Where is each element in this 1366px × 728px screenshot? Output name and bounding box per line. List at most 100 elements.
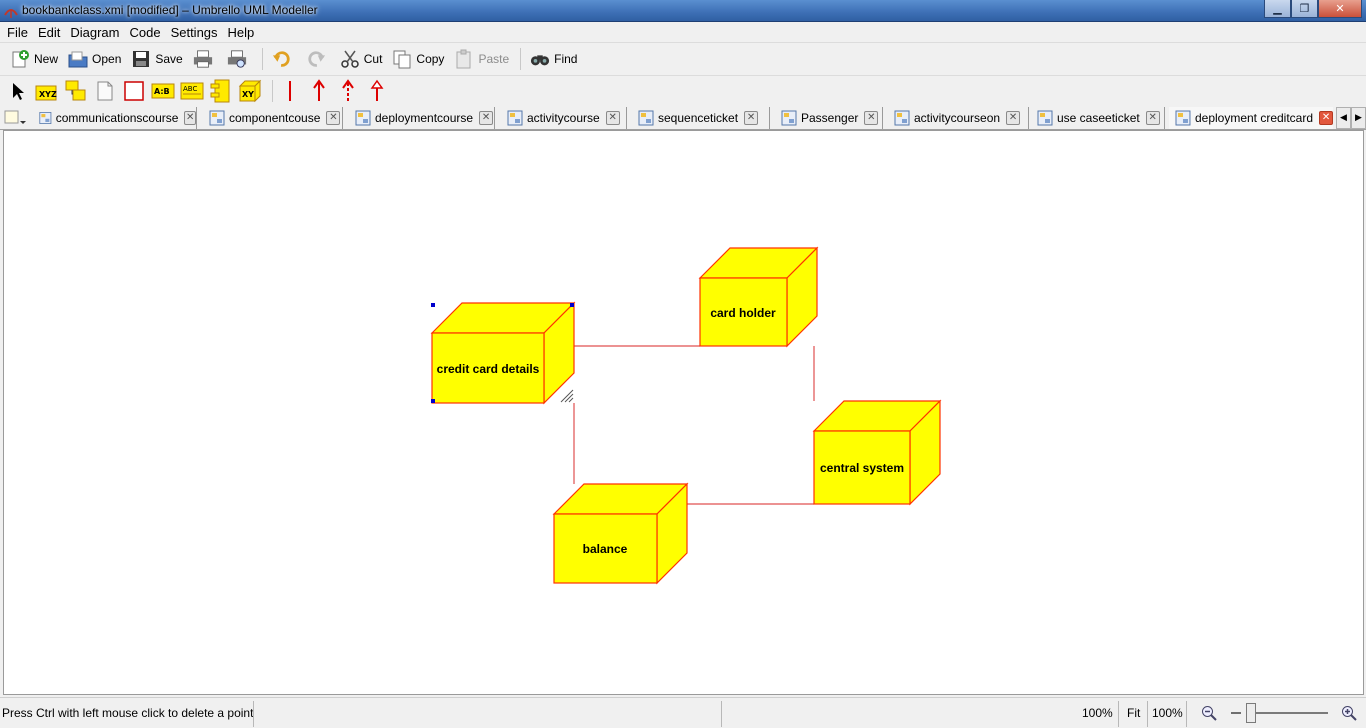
paste-button[interactable]: Paste [450,46,513,72]
svg-text:A:B: A:B [154,87,170,96]
tab-close-icon[interactable]: ✕ [1006,111,1021,125]
tab-close-icon[interactable]: ✕ [605,111,620,125]
menu-file[interactable]: File [7,24,28,40]
status-message: Press Ctrl with left mouse click to dele… [2,706,254,720]
generalization-arrow-icon[interactable] [365,79,389,103]
open-button[interactable]: Open [64,46,125,72]
tab-scroll-right-icon[interactable]: ▶ [1351,107,1366,129]
tab-passenger[interactable]: Passenger ✕ [775,107,883,129]
zoom-slider-thumb[interactable] [1246,703,1256,723]
diagram-tab-icon [781,110,797,126]
new-diagram-dropdown[interactable] [0,107,30,129]
close-button[interactable]: ✕ [1318,0,1362,18]
node-card-holder[interactable]: card holder [698,246,819,348]
node-label: credit card details [437,362,540,376]
tab-componentcouse[interactable]: componentcouse ✕ [203,107,343,129]
selection-handle[interactable] [431,303,435,307]
redo-icon [306,49,326,69]
zoom-out-icon[interactable] [1199,703,1219,723]
resize-grip-icon[interactable] [560,389,574,403]
zoom-level: 100% [1082,706,1113,720]
zoom-fit-button[interactable]: Fit [1127,706,1141,720]
zoom-in-icon[interactable] [1339,703,1359,723]
tab-activitycourse[interactable]: activitycourse ✕ [501,107,627,129]
copy-icon [392,49,412,69]
undo-button[interactable] [268,46,300,72]
window-title: bookbankclass.xmi [modified] – Umbrello … [22,3,318,17]
menu-edit[interactable]: Edit [37,24,61,40]
tab-activitycourseon[interactable]: activitycourseon ✕ [888,107,1029,129]
open-folder-icon [68,49,88,69]
tab-scroll-left-icon[interactable]: ◀ [1336,107,1351,129]
diagram-tab-bar: communicationscourse ✕ componentcouse ✕ … [0,106,1366,130]
note-icon[interactable] [93,79,117,103]
component-icon[interactable] [64,79,88,103]
new-button[interactable]: New [6,46,62,72]
zoom-slider-track[interactable] [1256,712,1328,714]
find-button[interactable]: Find [526,46,581,72]
box-icon[interactable] [122,79,146,103]
printer-icon [193,49,213,69]
tab-close-icon[interactable]: ✕ [744,111,759,125]
minimize-button[interactable]: ▁ [1264,0,1291,18]
floppy-disk-icon [131,49,151,69]
text-label-icon[interactable]: A:B [151,79,175,103]
new-document-icon [10,49,30,69]
tab-deploymentcourse[interactable]: deploymentcourse ✕ [349,107,495,129]
menu-code[interactable]: Code [129,24,161,40]
status-separator [1118,701,1119,727]
zoom-reset-button[interactable]: 100% [1152,706,1183,720]
dashed-arrow-icon[interactable] [336,78,360,103]
component-port-icon[interactable] [209,79,233,103]
diagram-tab-icon [39,112,52,124]
save-button[interactable]: Save [127,46,186,72]
status-separator [1147,701,1148,727]
cut-button[interactable]: Cut [336,46,387,72]
dependency-arrow-icon[interactable] [307,78,331,103]
tab-close-icon[interactable]: ✕ [184,111,196,125]
main-toolbar: New Open Save [0,42,1366,74]
status-separator [253,701,254,727]
menu-settings[interactable]: Settings [170,24,218,40]
artifact-icon[interactable]: ABC [180,79,204,103]
diagram-tab-icon [894,110,910,126]
menu-diagram[interactable]: Diagram [70,24,120,40]
diagram-tab-icon [1175,110,1191,126]
node-credit-card-details[interactable]: credit card details [430,301,576,405]
tab-close-icon[interactable]: ✕ [326,111,341,125]
menu-help[interactable]: Help [227,24,255,40]
tab-close-icon[interactable]: ✕ [1145,111,1160,125]
select-arrow-icon[interactable] [6,79,30,103]
node-label: card holder [710,306,776,320]
print-button[interactable] [189,46,221,72]
node-xyz-icon[interactable]: XYZ [35,79,59,103]
node-label: central system [820,461,904,475]
tab-close-icon[interactable]: ✕ [864,111,879,125]
diagram-canvas[interactable]: credit card details card holder [3,130,1364,695]
node-3d-icon[interactable]: XY [238,79,262,103]
selection-handle[interactable] [570,303,574,307]
selection-handle[interactable] [431,399,435,403]
tab-communicationscourse[interactable]: communicationscourse ✕ [33,107,197,129]
toolbar-separator [261,47,263,70]
node-balance[interactable]: balance [552,482,689,585]
tab-deployment-creditcard[interactable]: deployment creditcard ✕ [1169,107,1333,129]
status-separator [721,701,722,727]
diagram-toolbar: XYZ A:B ABC XY [0,75,1366,105]
copy-button[interactable]: Copy [388,46,448,72]
association-line-icon[interactable] [278,79,302,103]
redo-button[interactable] [302,46,334,72]
toolbar-separator [272,79,273,102]
node-central-system[interactable]: central system [812,399,942,506]
tab-close-icon[interactable]: ✕ [1319,111,1333,125]
svg-text:XYZ: XYZ [39,90,57,99]
maximize-button[interactable]: ❐ [1291,0,1318,18]
paste-clipboard-icon [454,49,474,69]
print-preview-button[interactable] [223,46,255,72]
zoom-slider-minus[interactable] [1227,703,1245,723]
binoculars-icon [530,49,550,69]
tab-sequenceticket[interactable]: sequenceticket ✕ [632,107,770,129]
tab-use-caseeticket[interactable]: use caseeticket ✕ [1031,107,1165,129]
print-preview-icon [227,49,247,69]
tab-close-icon[interactable]: ✕ [479,111,494,125]
